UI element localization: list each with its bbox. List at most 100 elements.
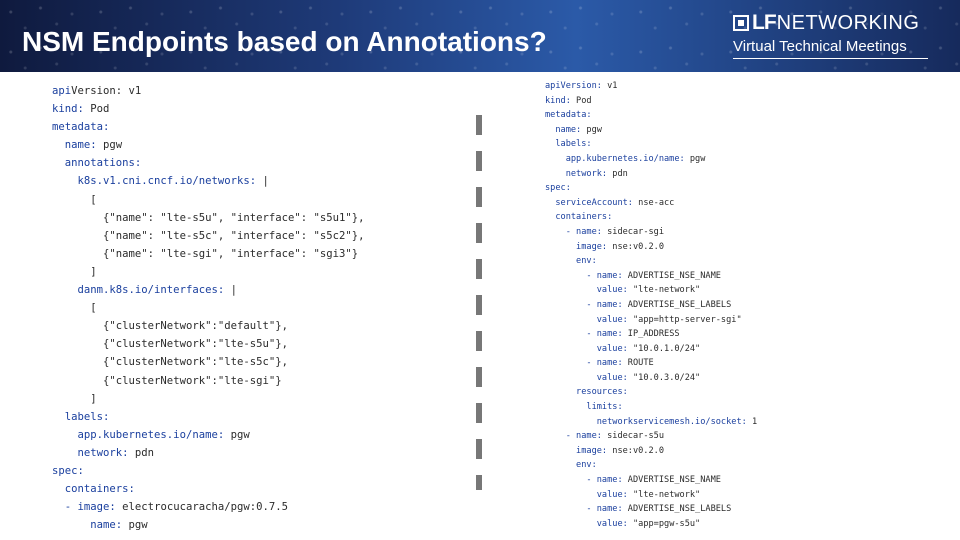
code-value: sidecar-s5u	[601, 431, 665, 442]
slide-header: NSM Endpoints based on Annotations? LF N…	[0, 0, 960, 72]
code-line: env:	[545, 254, 757, 269]
code-value: v1	[601, 81, 618, 91]
code-indent	[52, 501, 65, 513]
code-key: name:	[90, 519, 123, 532]
code-indent	[545, 431, 566, 441]
code-line: - name: ADVERTISE_NSE_NAME	[545, 269, 757, 284]
code-value: 1	[746, 416, 758, 427]
code-indent	[545, 402, 586, 412]
code-indent	[52, 447, 78, 459]
code-key: apiVersion:	[545, 81, 602, 91]
code-indent	[545, 490, 597, 500]
logo-networking-text: NETWORKING	[776, 11, 920, 34]
code-value: sidecar-sgi	[601, 226, 665, 237]
code-line: k8s.v1.cni.cncf.io/networks: |	[52, 172, 365, 190]
code-line: kind: Pod	[52, 100, 365, 118]
code-key: app.kubernetes.io/name:	[565, 153, 685, 164]
code-key: - name:	[565, 431, 602, 442]
code-line: danm.k8s.io/interfaces: |	[52, 281, 365, 299]
code-line: - name: sidecar-sgi	[545, 225, 757, 240]
code-indent	[545, 387, 576, 397]
code-line: {"clusterNetwork":"lte-s5u"},	[52, 335, 365, 353]
code-line: limits:	[545, 400, 757, 415]
code-indent	[52, 157, 65, 169]
code-line: ]	[52, 390, 365, 408]
code-indent	[545, 460, 576, 470]
code-indent	[52, 230, 103, 242]
code-line: value: "lte-network"	[545, 283, 757, 298]
code-line: - image: electrocucaracha/pgw:0.7.5	[52, 498, 365, 516]
code-line: kind: Pod	[545, 94, 757, 109]
code-value: "10.0.3.0/24"	[627, 372, 701, 383]
code-line: metadata:	[52, 118, 365, 136]
code-key: annotations:	[64, 157, 142, 170]
code-value: pgw	[96, 139, 123, 152]
code-indent	[545, 242, 576, 252]
code-key: limits:	[586, 402, 623, 413]
code-line: apiVersion: v1	[545, 79, 757, 94]
code-line: name: pgw	[52, 516, 365, 534]
code-key: value:	[596, 518, 628, 529]
code-line: containers:	[52, 480, 365, 498]
code-value: Pod	[570, 95, 592, 106]
code-value: [	[90, 193, 97, 206]
code-indent	[52, 266, 90, 278]
code-key: app.kubernetes.io/name:	[77, 428, 225, 441]
code-line: app.kubernetes.io/name: pgw	[52, 426, 365, 444]
code-line: value: "app=http-server-sgi"	[545, 313, 757, 328]
code-indent	[545, 417, 597, 427]
code-line: value: "lte-network"	[545, 488, 757, 503]
code-value: ]	[90, 392, 97, 405]
code-indent	[545, 198, 555, 208]
code-value: pgw	[684, 153, 706, 164]
code-value: {"name": "lte-s5c", "interface": "s5c2"}…	[103, 229, 365, 242]
code-indent	[545, 344, 597, 354]
code-line: {"name": "lte-sgi", "interface": "sgi3"}	[52, 245, 365, 263]
code-value: {"clusterNetwork":"lte-s5u"},	[103, 338, 288, 351]
code-line: value: "app=pgw-s5u"	[545, 517, 757, 532]
code-indent	[545, 125, 555, 135]
code-value: pgw	[581, 124, 602, 135]
code-value: [	[90, 302, 97, 315]
code-key: network:	[565, 168, 608, 179]
code-line: {"name": "lte-s5c", "interface": "s5c2"}…	[52, 227, 365, 245]
code-line: annotations:	[52, 154, 365, 172]
code-indent	[52, 338, 103, 350]
code-value: electrocucaracha/pgw:0.7.5	[115, 501, 289, 514]
code-key: k8s.v1.cni.cncf.io/networks:	[77, 175, 257, 188]
code-indent	[52, 320, 103, 332]
code-indent	[545, 300, 586, 310]
code-key: env:	[576, 460, 597, 471]
code-key: containers:	[555, 212, 613, 223]
code-key: networkservicemesh.io/socket:	[596, 416, 747, 427]
code-line: {"name": "lte-s5u", "interface": "s5u1"}…	[52, 209, 365, 227]
code-key: image:	[576, 241, 608, 252]
code-line: labels:	[545, 137, 757, 152]
code-key: metadata:	[545, 110, 592, 121]
code-value: pgw	[122, 519, 148, 532]
logo-subtitle: Virtual Technical Meetings	[733, 38, 928, 59]
code-value: "10.0.1.0/24"	[627, 343, 701, 354]
code-value: "lte-network"	[627, 285, 701, 296]
code-indent	[545, 139, 555, 149]
logo-wordmark: LF NETWORKING	[733, 11, 928, 34]
code-line: spec:	[52, 462, 365, 480]
code-key: - name:	[586, 475, 623, 486]
code-value: pdn	[607, 168, 628, 179]
code-line: image: nse:v0.2.0	[545, 444, 757, 459]
code-key: - name:	[586, 299, 623, 310]
code-indent	[545, 169, 566, 179]
code-line: - name: ADVERTISE_NSE_LABELS	[545, 298, 757, 313]
code-key: spec:	[52, 464, 84, 477]
code-key: resources:	[576, 387, 628, 398]
code-key: labels:	[555, 139, 592, 150]
code-key: - name:	[586, 358, 623, 369]
code-indent	[545, 475, 586, 485]
code-value: ]	[90, 265, 97, 278]
code-value: {"name": "lte-s5u", "interface": "s5u1"}…	[103, 211, 365, 224]
code-key: - image:	[64, 501, 116, 514]
code-indent	[545, 446, 576, 456]
code-line: [	[52, 191, 365, 209]
